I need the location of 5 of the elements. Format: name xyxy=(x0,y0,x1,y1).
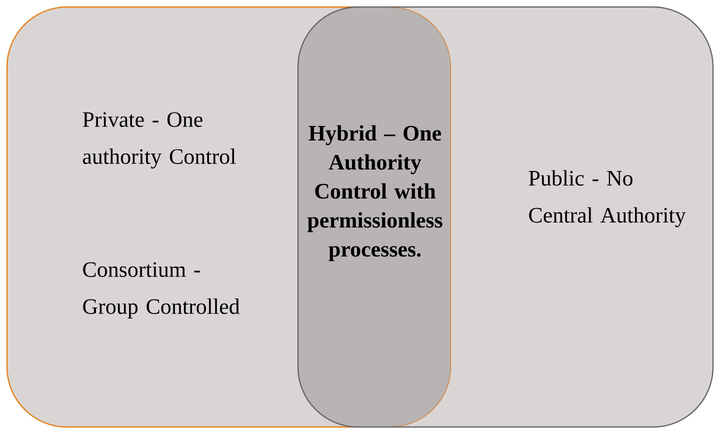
box-text: Hybrid – One Authority Control with permissionless processes. xyxy=(307,125,442,262)
box-text: Public - No Central Authority xyxy=(528,170,686,228)
box-text: Private - One authority Control xyxy=(82,112,236,169)
box-text: Consortium - Group Controlled xyxy=(83,262,240,318)
overlap-region xyxy=(297,6,452,428)
